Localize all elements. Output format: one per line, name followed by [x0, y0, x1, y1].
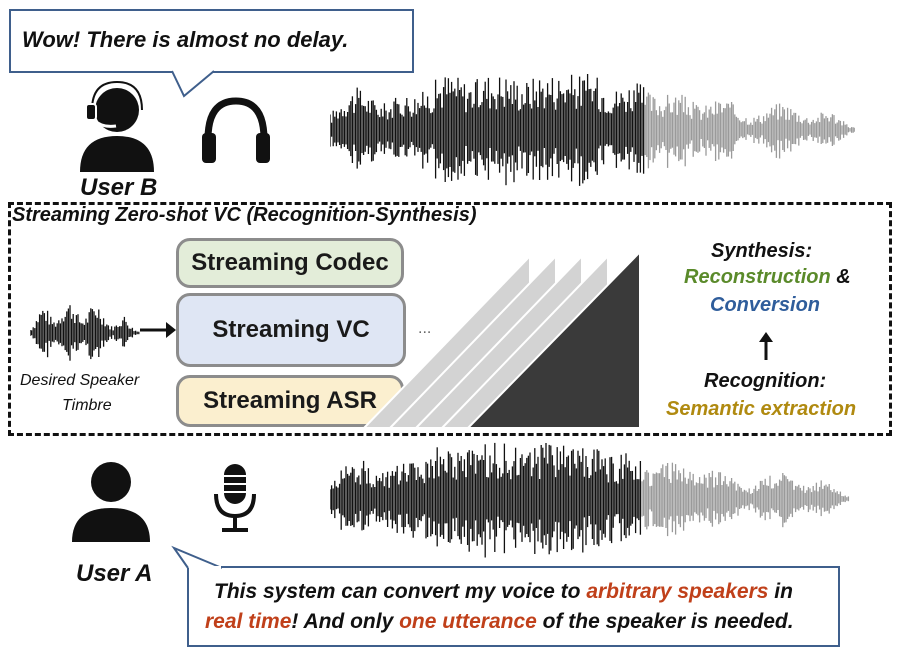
ellipsis: ...: [418, 320, 432, 337]
user-icon: [72, 462, 150, 542]
speech-line1-text1: This system can convert my voice to: [214, 580, 587, 603]
arrow-right-icon: [140, 322, 176, 338]
speech-line1-text2: in: [768, 580, 793, 603]
speech-line2-text2: of the speaker is needed.: [536, 610, 794, 633]
user-a-speech-line1: This system can convert my voice to arbi…: [214, 580, 793, 604]
speaker-caption-line1: Desired Speaker: [20, 372, 140, 389]
synthesis-label: Synthesis:: [711, 240, 813, 262]
input-waveform: [330, 442, 850, 558]
system-title: Streaming Zero-shot VC (Recognition-Synt…: [12, 204, 477, 226]
ampersand-text: &: [830, 266, 851, 288]
user-b-speech-bubble: [9, 9, 414, 73]
output-waveform: [330, 74, 855, 186]
reconstruction-text: Reconstruction: [684, 266, 831, 288]
streaming-asr-block: Streaming ASR: [176, 375, 404, 427]
speech-highlight-arbitrary: arbitrary speakers: [586, 580, 769, 603]
conversion-text: Conversion: [710, 294, 821, 316]
streaming-vc-block: Streaming VC: [176, 293, 406, 367]
user-b-label: User B: [80, 174, 158, 201]
semantic-text: Semantic extraction: [666, 398, 857, 420]
user-headset-icon: [80, 79, 154, 172]
streaming-codec-block: Streaming Codec: [176, 238, 404, 288]
user-b-speech-text: Wow! There is almost no delay.: [22, 27, 349, 52]
speech-line2-text1: ! And only: [291, 610, 400, 633]
speaker-timbre-waveform: [30, 305, 140, 361]
speech-highlight-utterance: one utterance: [399, 610, 537, 633]
reconstruction-line: Reconstruction &: [684, 266, 851, 289]
user-a-speech-line2: real time! And only one utterance of the…: [205, 610, 794, 634]
user-a-bubble-tail: [171, 545, 223, 570]
arrow-up-icon: [759, 332, 773, 360]
user-a-speech-bubble: [187, 566, 840, 647]
microphone-icon: [214, 464, 256, 532]
user-b-bubble-tail: [171, 70, 215, 98]
headphones-icon: [202, 97, 270, 163]
speech-highlight-realtime: real time: [205, 610, 292, 633]
streaming-chunks-graphic: [361, 249, 641, 429]
streaming-vc-frame: [8, 202, 892, 436]
user-a-label: User A: [76, 560, 153, 587]
speaker-caption-line2: Timbre: [62, 397, 112, 414]
recognition-label: Recognition:: [704, 370, 827, 392]
